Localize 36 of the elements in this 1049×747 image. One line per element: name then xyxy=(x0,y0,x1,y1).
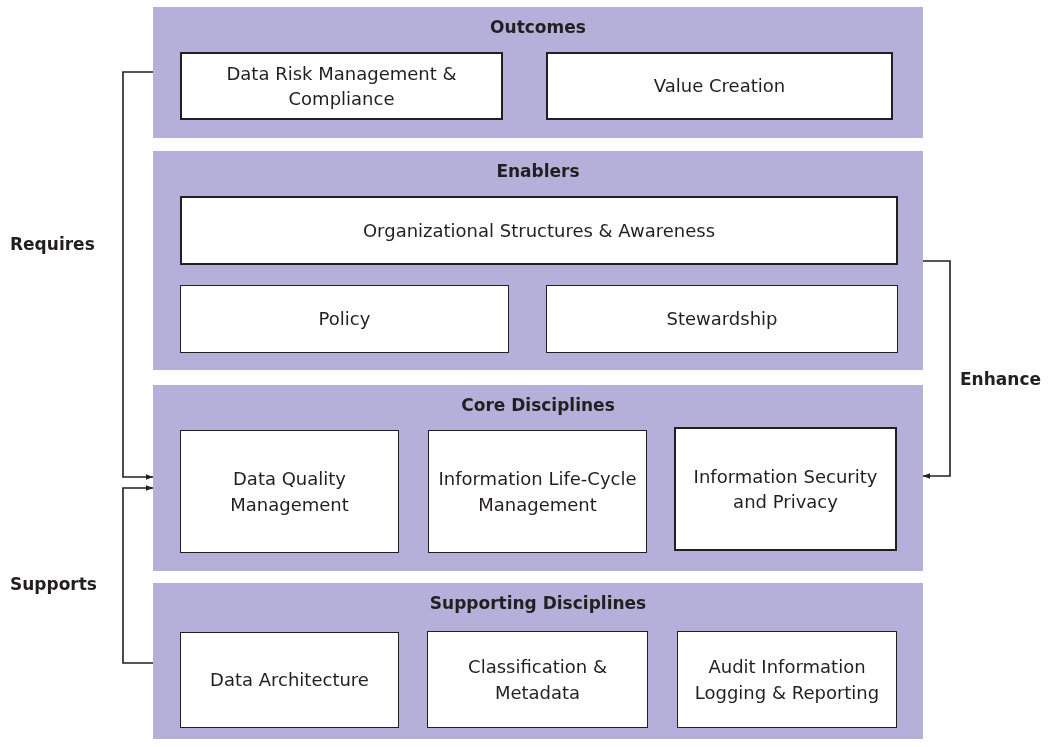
connector-arrow xyxy=(122,485,154,664)
band-panel xyxy=(153,583,923,739)
box-label: Stewardship xyxy=(665,307,779,332)
box-label: Policy xyxy=(317,307,372,332)
edge-label: Supports xyxy=(10,574,97,594)
box-label: Data Risk Management & Compliance xyxy=(225,61,458,111)
connector-arrow xyxy=(922,260,951,479)
box-label: Data Quality Management xyxy=(229,467,350,517)
box-label: Value Creation xyxy=(652,74,787,99)
band-panel xyxy=(153,151,923,370)
text-box xyxy=(180,632,399,728)
text-box xyxy=(180,196,898,265)
connector-arrow xyxy=(122,71,154,480)
box-label: Classification & Metadata xyxy=(467,655,608,705)
box-label: Organizational Structures & Awareness xyxy=(361,218,717,243)
band-heading: Outcomes xyxy=(489,17,587,37)
box-label: Audit Information Logging & Reporting xyxy=(693,655,881,705)
band-heading: Supporting Disciplines xyxy=(428,593,648,613)
band-heading: Enablers xyxy=(495,161,581,181)
text-box xyxy=(677,631,897,728)
band-panel xyxy=(153,385,923,571)
text-box xyxy=(427,631,648,728)
band-panel xyxy=(153,7,923,138)
band-heading: Core Disciplines xyxy=(460,395,616,415)
text-box xyxy=(546,52,893,120)
text-box xyxy=(180,285,509,353)
edge-label: Enhance xyxy=(960,369,1041,389)
box-label: Information Security and Privacy xyxy=(692,464,879,514)
text-box xyxy=(180,52,503,120)
box-label: Information Life-Cycle Management xyxy=(437,467,638,517)
box-label: Data Architecture xyxy=(209,668,370,693)
text-box xyxy=(180,430,399,553)
edge-label: Requires xyxy=(10,234,95,254)
text-box xyxy=(546,285,898,353)
text-box xyxy=(674,427,897,551)
text-box xyxy=(428,430,647,553)
